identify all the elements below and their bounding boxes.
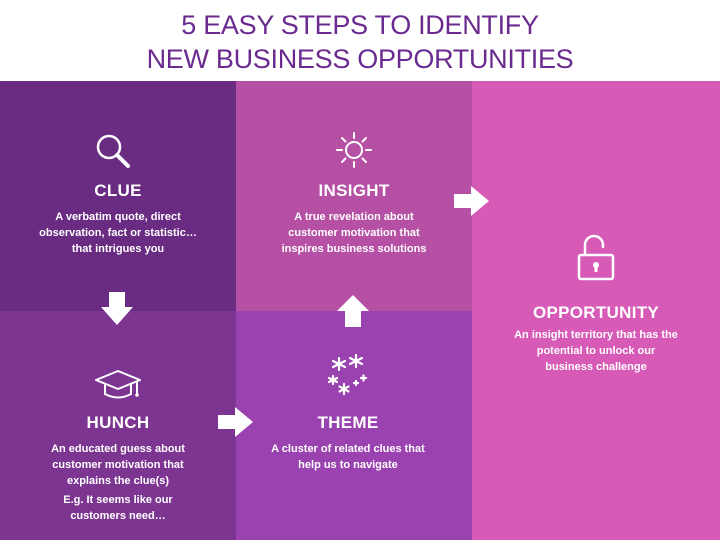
theme-block: THEME A cluster of related clues that he…	[270, 413, 426, 473]
opportunity-block: OPPORTUNITY An insight territory that ha…	[512, 303, 680, 375]
insight-heading: INSIGHT	[318, 181, 390, 200]
sun-icon	[336, 132, 372, 168]
opportunity-heading: OPPORTUNITY	[532, 303, 660, 322]
arrow-up-theme-to-insight	[337, 295, 369, 327]
theme-heading: THEME	[317, 413, 379, 432]
insight-block: INSIGHT A true revelation about customer…	[270, 181, 438, 257]
arrow-right-insight-to-opportunity	[454, 186, 489, 216]
snowflakes-icon	[327, 353, 368, 396]
hunch-example: E.g. It seems like our customers need…	[63, 494, 173, 522]
clue-description: A verbatim quote, direct observation, fa…	[39, 211, 197, 255]
clue-block: CLUE A verbatim quote, direct observatio…	[36, 181, 200, 257]
hunch-description: An educated guess about customer motivat…	[51, 443, 185, 487]
hunch-heading: HUNCH	[86, 413, 150, 432]
arrow-right-hunch-to-theme	[218, 407, 253, 437]
insight-description: A true revelation about customer motivat…	[281, 211, 427, 255]
title-line-2: NEW BUSINESS OPPORTUNITIES	[146, 44, 574, 74]
arrow-down-clue-to-hunch	[101, 292, 133, 325]
unlocked-padlock-icon	[577, 234, 615, 281]
opportunity-description: An insight territory that has the potent…	[514, 329, 678, 373]
clue-heading: CLUE	[94, 181, 142, 200]
clue-panel	[0, 81, 236, 311]
graduation-cap-icon	[95, 370, 141, 399]
theme-description: A cluster of related clues that help us …	[271, 443, 425, 471]
hunch-block: HUNCH An educated guess about customer m…	[36, 413, 200, 524]
magnifier-icon	[96, 134, 130, 168]
page-title: 5 EASY STEPS TO IDENTIFY NEW BUSINESS OP…	[0, 8, 720, 76]
title-line-1: 5 EASY STEPS TO IDENTIFY	[181, 10, 539, 40]
insight-panel	[236, 81, 472, 311]
opportunity-panel	[472, 81, 720, 540]
theme-panel	[236, 311, 472, 540]
hunch-panel	[0, 311, 236, 540]
